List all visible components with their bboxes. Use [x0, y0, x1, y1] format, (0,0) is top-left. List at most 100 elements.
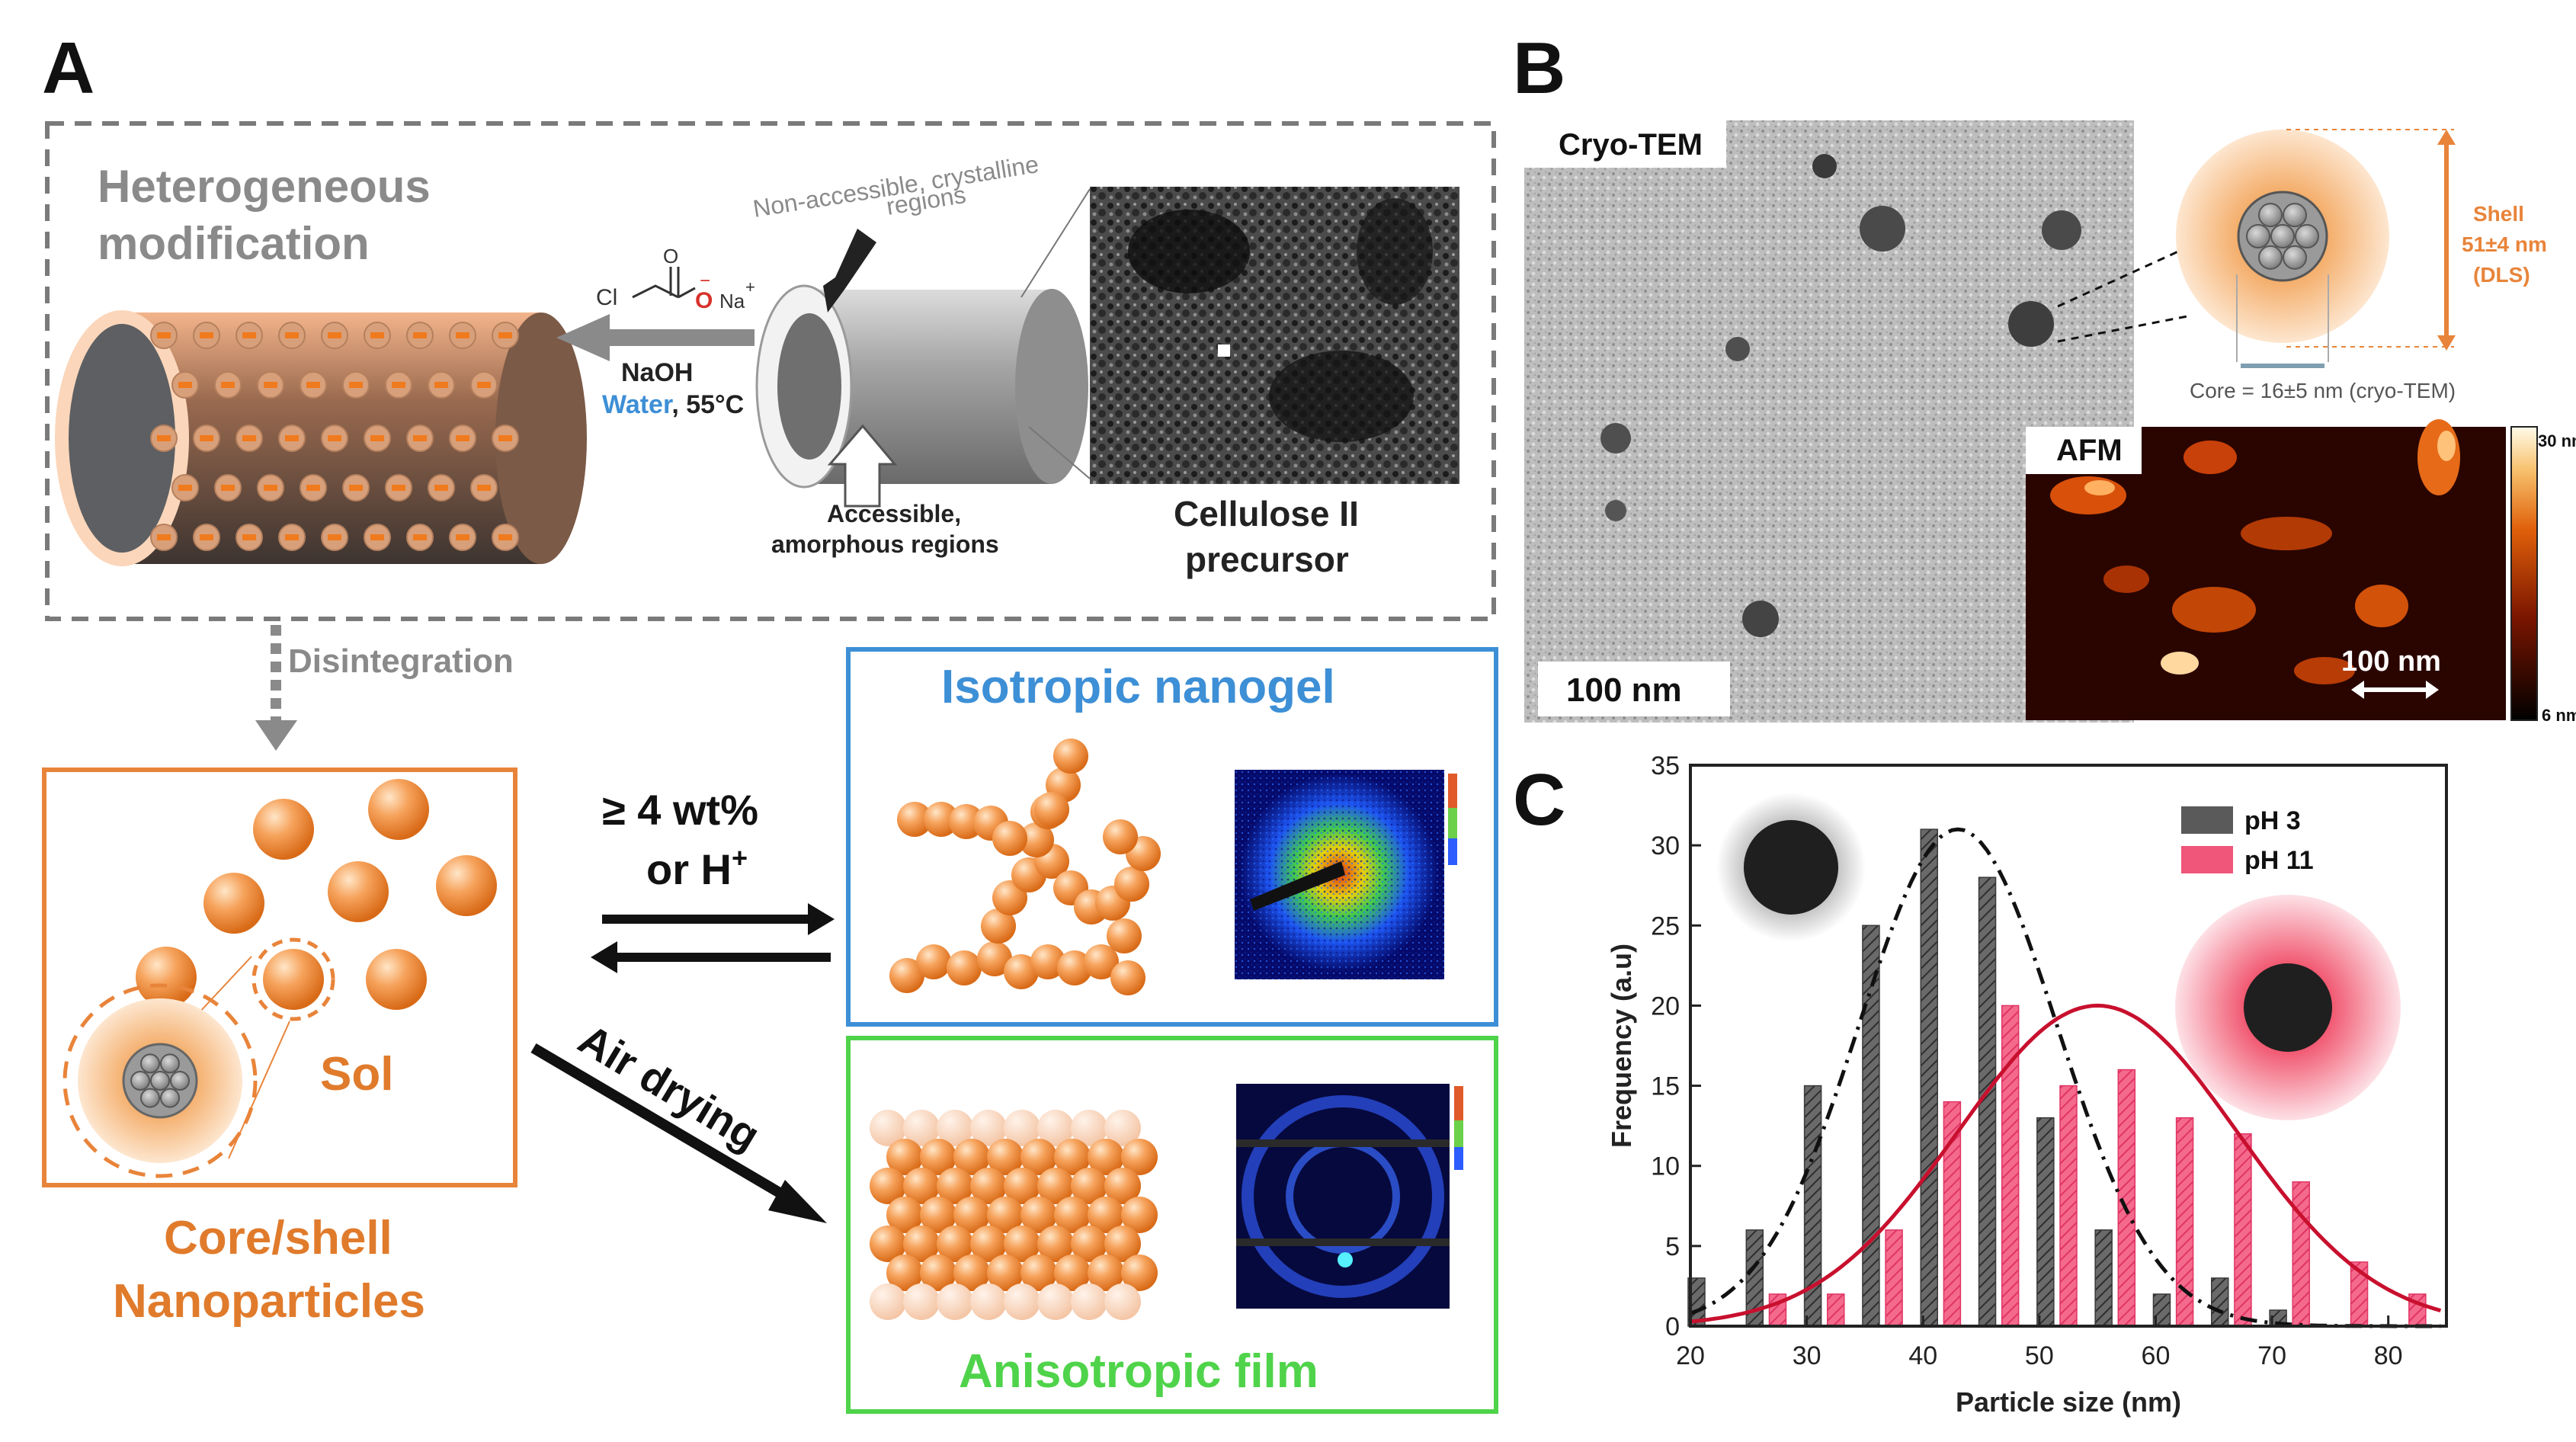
- film-particle: [970, 1168, 1007, 1204]
- core-chain: [140, 1053, 160, 1074]
- film-particle: [870, 1283, 906, 1320]
- bar-ph-11: [1943, 1101, 1962, 1327]
- anisotropic-box: [846, 1036, 1498, 1414]
- core-label: Core = 16±5 nm (cryo-TEM): [2190, 379, 2456, 402]
- charge-minus: [370, 435, 384, 441]
- anisotropic-label: Anisotropic film: [959, 1345, 1318, 1398]
- reagent-plus: +: [745, 277, 755, 296]
- y-tick-label: 35: [1651, 751, 1680, 780]
- film-particle: [1020, 1139, 1057, 1175]
- core-chain: [2246, 224, 2270, 248]
- nanogel-particle: [977, 941, 1012, 976]
- bar-ph-3: [2211, 1277, 2229, 1327]
- film-particle: [1104, 1226, 1141, 1262]
- afm-colorbar-top: 30 nm: [2538, 431, 2576, 450]
- legend-label: pH 11: [2244, 846, 2314, 875]
- charge-minus: [285, 534, 299, 540]
- concentration-label-1: ≥ 4 wt%: [602, 786, 758, 834]
- afm-scale-arrow: [2351, 681, 2439, 699]
- bar-ph-11: [2234, 1133, 2252, 1327]
- film-particle: [1020, 1255, 1057, 1291]
- precursor-label-1: Cellulose II: [1174, 494, 1359, 534]
- core-chain: [160, 1053, 180, 1074]
- isotropic-box: [846, 647, 1498, 1027]
- saxs-isotropic: [1235, 770, 1457, 979]
- reagent-minus: −: [700, 271, 710, 291]
- afm-colorbar-bottom: 6 nm: [2542, 706, 2576, 725]
- nanogel-particle: [924, 802, 959, 837]
- film-particle: [886, 1139, 923, 1175]
- shell-label-3: (DLS): [2473, 263, 2530, 287]
- film-particle: [1104, 1110, 1141, 1146]
- film-particle: [1020, 1197, 1057, 1233]
- sem-image: [1090, 187, 1459, 484]
- film-particle: [1071, 1168, 1107, 1204]
- nanogel-particle: [992, 821, 1027, 856]
- film-particle: [953, 1197, 990, 1233]
- charge-minus: [306, 382, 320, 388]
- cryo-tem-tag-bg: [1524, 120, 1726, 168]
- film-particle: [870, 1110, 906, 1146]
- charge-minus: [392, 485, 405, 491]
- shell-label-1: Shell: [2473, 202, 2524, 226]
- film-particle: [1121, 1255, 1158, 1291]
- charge-minus: [434, 382, 448, 388]
- nanogel-particle: [1114, 867, 1149, 902]
- charge-minus: [498, 435, 512, 441]
- charge-minus: [413, 534, 427, 540]
- afm-scale-label: 100 nm: [2341, 646, 2441, 678]
- precursor-label-2: precursor: [1185, 540, 1349, 579]
- x-tick-label: 20: [1676, 1341, 1705, 1370]
- film-particle: [970, 1283, 1007, 1320]
- charge-minus: [285, 435, 299, 441]
- charge-minus: [349, 382, 363, 388]
- nanogel-particle: [1103, 819, 1138, 854]
- nanogel-particle: [889, 958, 924, 993]
- film-particle: [970, 1110, 1007, 1146]
- core-chain: [2258, 203, 2283, 228]
- naoh-label: NaOH: [621, 358, 693, 387]
- nanogel-particle: [1019, 822, 1054, 857]
- legend-swatch: [2181, 846, 2233, 873]
- modification-arrow: [556, 314, 755, 361]
- y-tick-label: 0: [1665, 1312, 1680, 1341]
- nanogel-particle: [916, 944, 951, 979]
- charge-minus: [498, 534, 512, 540]
- core-chain: [140, 1088, 160, 1108]
- film-particle: [1121, 1139, 1158, 1175]
- film-particle: [1004, 1283, 1040, 1320]
- core-shell-label-2: Nanoparticles: [113, 1275, 425, 1328]
- nanogel-particle: [1030, 944, 1065, 979]
- film-particle: [903, 1110, 940, 1146]
- charge-minus: [456, 435, 469, 441]
- film-particle: [953, 1255, 990, 1291]
- charge-minus: [178, 382, 192, 388]
- accessible-label-2: amorphous regions: [771, 530, 999, 558]
- charge-minus: [456, 332, 469, 338]
- panel-label-b: B: [1513, 27, 1565, 109]
- nanogel-particle: [1110, 960, 1145, 995]
- charge-minus: [285, 332, 299, 338]
- nanogel-particle: [1084, 944, 1119, 979]
- core-chain: [2283, 203, 2307, 228]
- afm-colorbar: [2510, 426, 2538, 721]
- film-particle: [1071, 1226, 1107, 1262]
- legend-label: pH 3: [2244, 806, 2301, 835]
- precursor-cylinder: [755, 284, 1088, 489]
- charge-minus: [328, 332, 341, 338]
- concentration-sup: +: [732, 842, 748, 873]
- y-tick-label: 5: [1665, 1232, 1680, 1261]
- charge-minus: [477, 485, 491, 491]
- core-chain: [2283, 245, 2307, 270]
- bar-ph-11: [2292, 1181, 2310, 1327]
- charge-minus: [242, 435, 256, 441]
- core-chain: [160, 1088, 180, 1108]
- temperature-label: , 55°C: [671, 390, 744, 419]
- film-particle: [937, 1168, 973, 1204]
- film-particle: [920, 1139, 956, 1175]
- film-particle: [987, 1139, 1024, 1175]
- y-tick-label: 10: [1651, 1152, 1680, 1181]
- bar-ph-11: [1827, 1293, 1845, 1327]
